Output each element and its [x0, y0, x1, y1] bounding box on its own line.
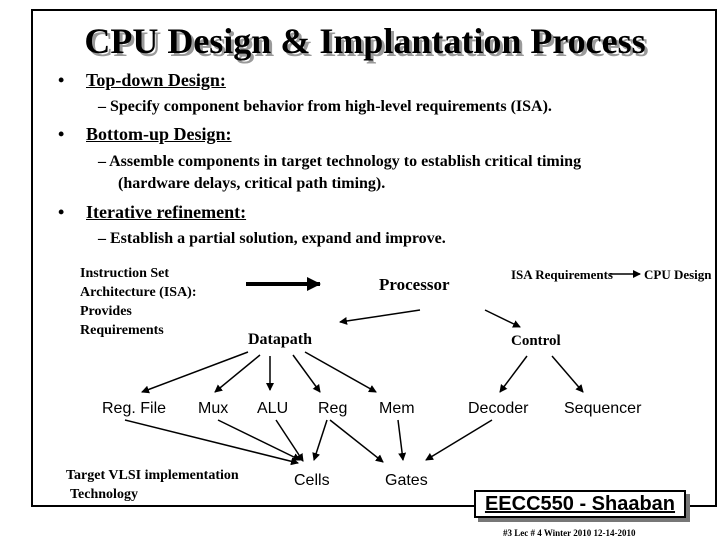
mux-node: Mux	[198, 400, 229, 417]
edge-processor-datapath	[339, 309, 421, 325]
vlsi-note: Target VLSI implementation Technology	[66, 466, 239, 504]
cells-node: Cells	[294, 472, 330, 489]
title-shadow: CPU Design & Implantation Process	[87, 24, 649, 64]
isa-note-line-3: Provides	[80, 304, 132, 319]
mem-node: Mem	[379, 400, 415, 417]
edge-datapath-regfile	[141, 351, 249, 394]
bullet-bottom-up: Bottom-up Design:	[86, 124, 232, 144]
edge-components-cells-1	[124, 419, 299, 466]
bullet-top-down: Top-down Design:	[86, 70, 226, 90]
datapath-node: Datapath	[248, 331, 313, 348]
footer-brand: EECC550 - Shaaban	[474, 490, 690, 526]
edge-components-cells-2	[217, 419, 301, 461]
footer-brand-text: EECC550 - Shaaban	[484, 493, 676, 515]
cpu-design-label: CPU Design	[644, 267, 712, 282]
sub-top-down: – Specify component behavior from high-l…	[98, 98, 552, 115]
vlsi-note-line-1: Target VLSI implementation	[66, 468, 239, 483]
isa-note-line-4: Requirements	[80, 323, 164, 338]
title-text: CPU Design & Implantation Process	[84, 21, 646, 61]
bullet-marker-1: •	[58, 70, 65, 90]
reg-node: Reg	[318, 400, 348, 417]
isa-note-line-2: Architecture (ISA):	[80, 285, 197, 300]
regfile-node: Reg. File	[102, 400, 167, 417]
bullet-marker-2: •	[58, 124, 65, 144]
edge-components-gates-3	[425, 419, 493, 461]
edge-processor-control	[484, 309, 521, 328]
processor-node: Processor	[379, 275, 450, 294]
edge-components-gates-1	[329, 419, 384, 463]
edge-control-decoder	[499, 355, 528, 393]
isa-note-line-1: Instruction Set	[80, 266, 170, 281]
footer-info: #3 Lec # 4 Winter 2010 12-14-2010	[503, 528, 636, 538]
edge-components-cells-4	[312, 419, 328, 461]
sequencer-node: Sequencer	[564, 400, 642, 417]
sub-iterative: – Establish a partial solution, expand a…	[98, 230, 446, 247]
edge-components-cells-3	[275, 419, 304, 462]
control-node: Control	[511, 333, 561, 349]
decoder-node: Decoder	[468, 400, 529, 417]
edge-datapath-mem	[304, 351, 377, 393]
edge-components-gates-2	[397, 419, 407, 461]
edge-datapath-reg	[292, 354, 321, 393]
isa-note: Instruction Set Architecture (ISA): Prov…	[80, 264, 197, 340]
slide-frame	[31, 9, 717, 507]
isa-requirements-label: ISA Requirements	[511, 267, 613, 282]
vlsi-note-line-2: Technology	[70, 487, 138, 502]
slide-title: CPU Design & Implantation Process CPU De…	[50, 18, 680, 68]
footer-box	[474, 490, 686, 518]
sub-bottom-up-2: (hardware delays, critical path timing).	[118, 175, 386, 192]
alu-node: ALU	[257, 400, 289, 417]
edge-control-sequencer	[551, 355, 584, 393]
gates-node: Gates	[385, 472, 428, 489]
edge-datapath-mux	[214, 354, 261, 393]
bullet-marker-3: •	[58, 202, 65, 222]
bullet-iterative: Iterative refinement:	[86, 202, 247, 222]
sub-bottom-up-1: – Assemble components in target technolo…	[98, 153, 582, 170]
